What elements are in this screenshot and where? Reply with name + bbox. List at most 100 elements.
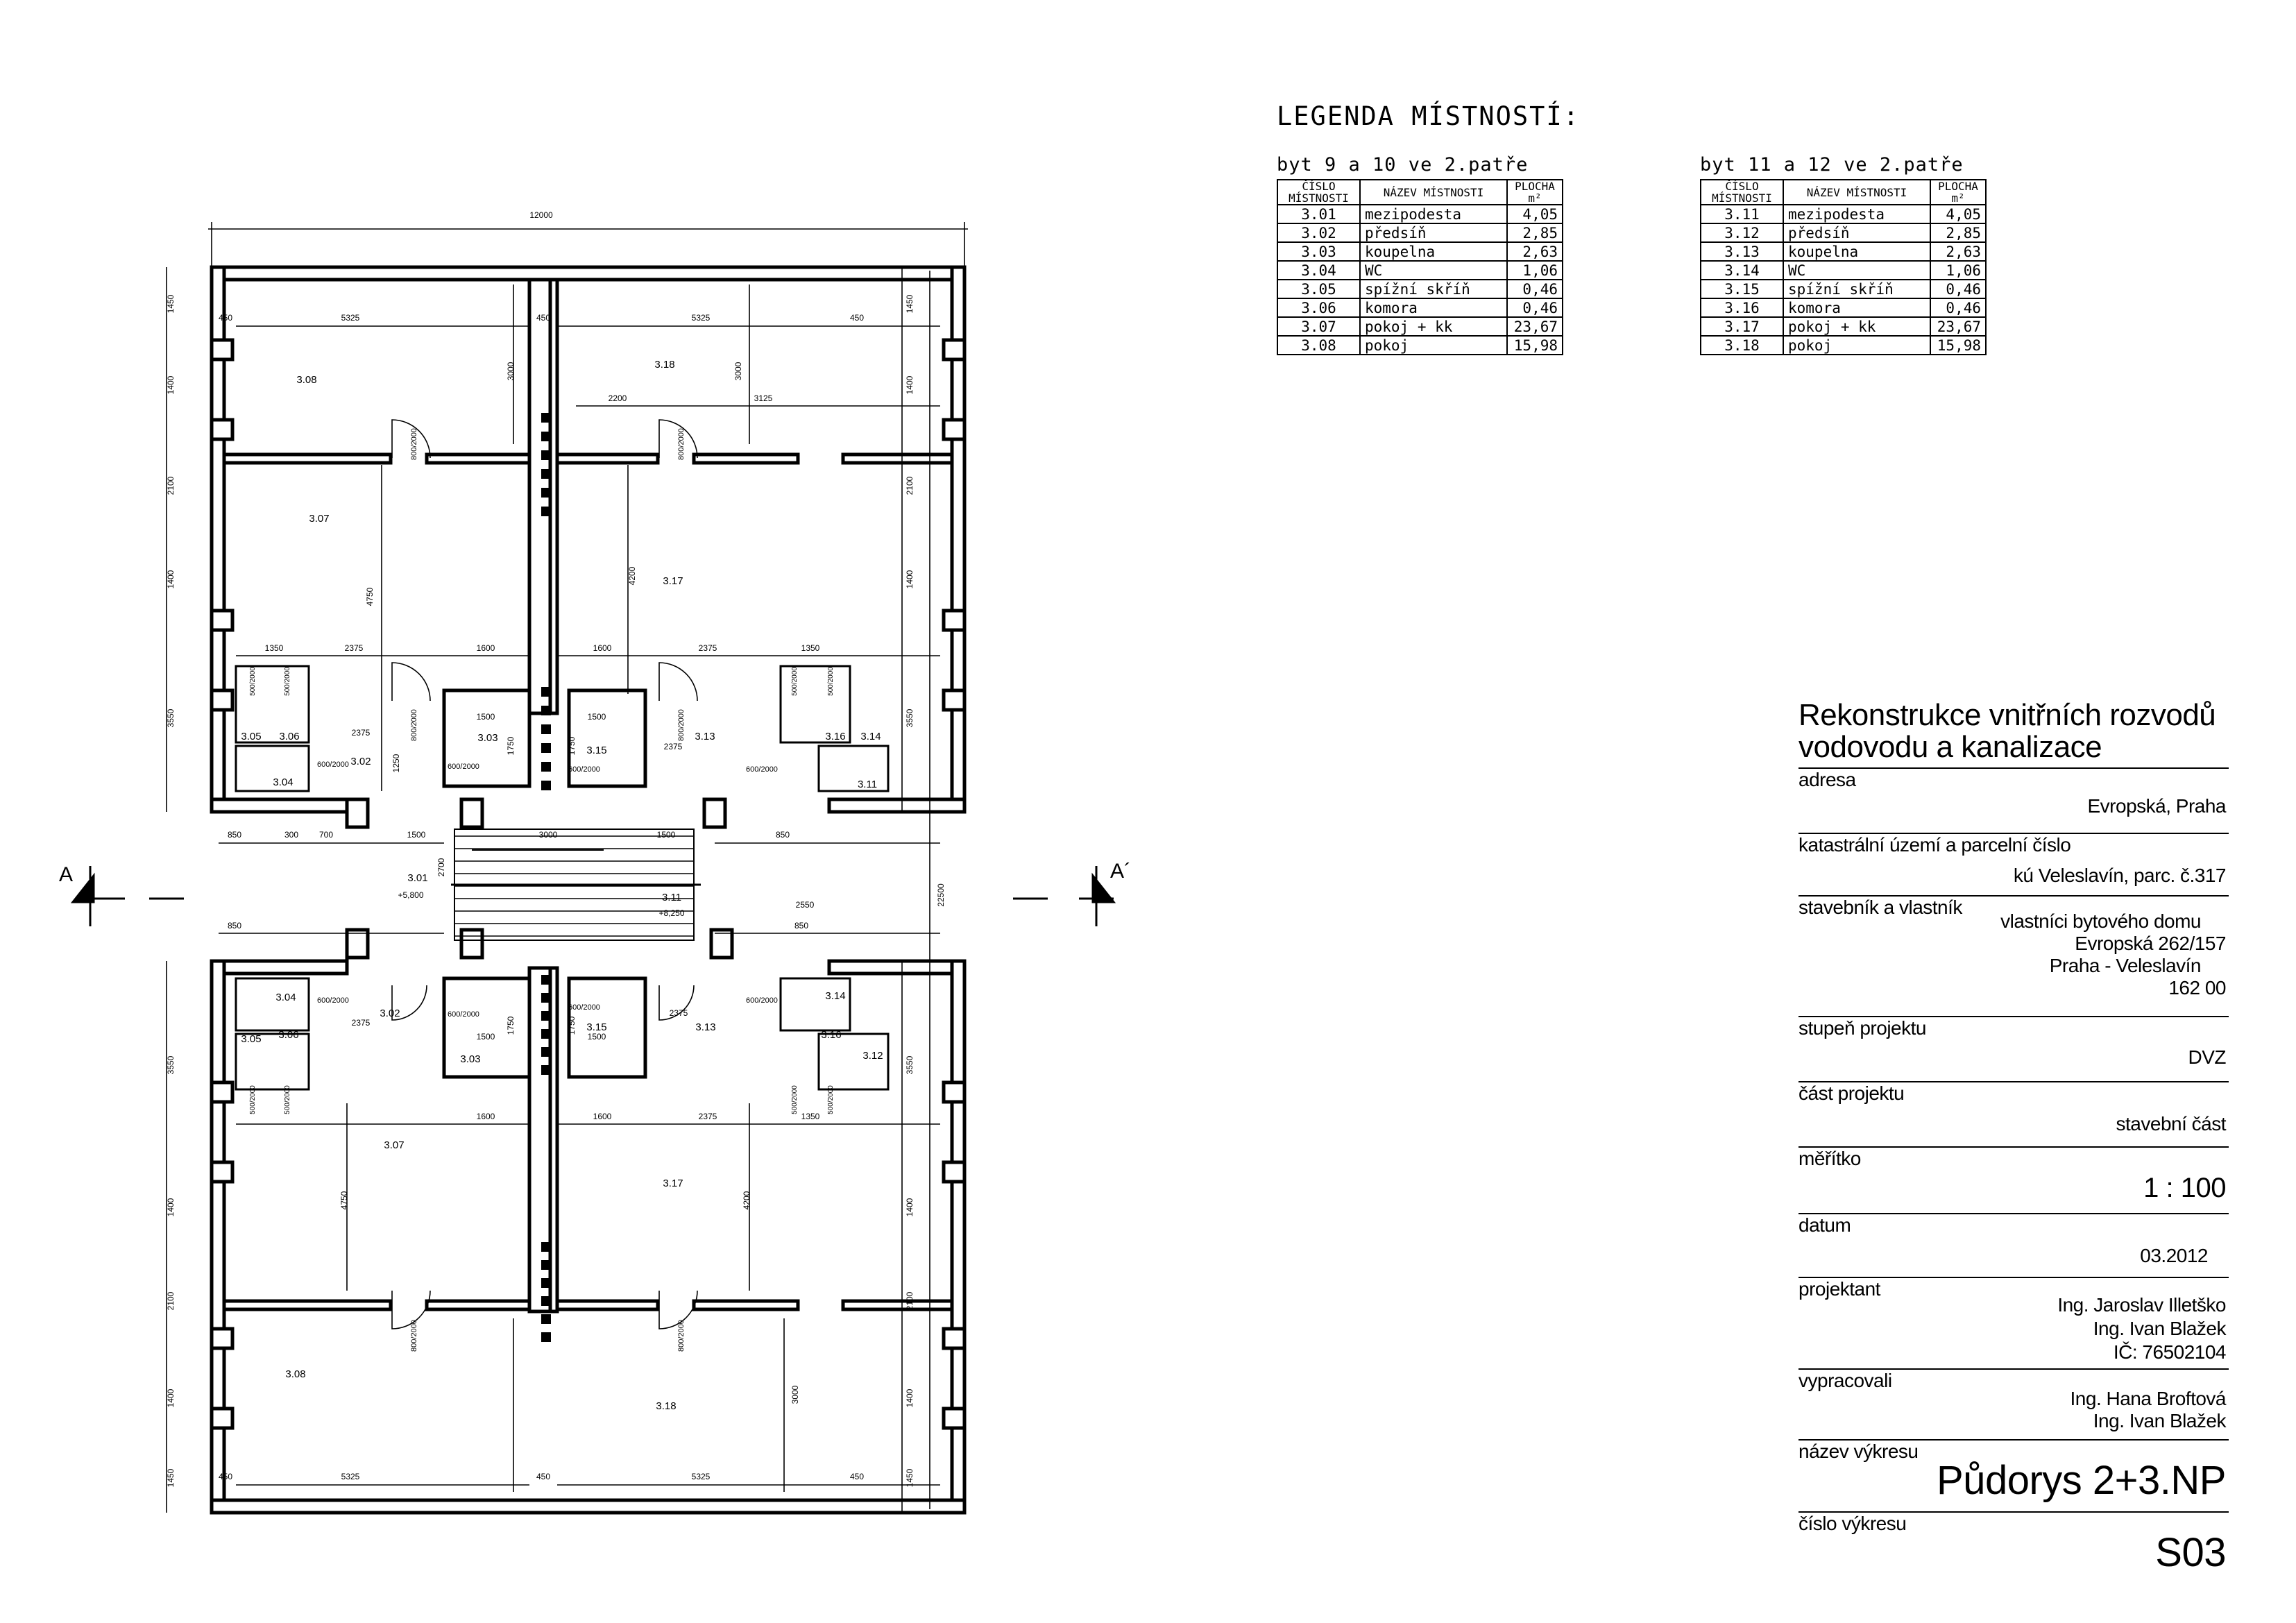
vent-shaft xyxy=(541,1278,551,1288)
room-number: 3.02 xyxy=(1277,223,1361,243)
room-area: 0,46 xyxy=(1506,279,1563,299)
col-number: ČÍSLO MÍSTNOSTI xyxy=(1277,179,1361,205)
room-label: 3.15 xyxy=(586,1021,606,1033)
vent-shaft xyxy=(541,1296,551,1306)
window-pier xyxy=(210,609,235,632)
designer-row: projektant Ing. Jaroslav Illetško Ing. I… xyxy=(1798,1278,2229,1370)
dimension-label: 4750 xyxy=(339,1191,349,1209)
dimension-label: 1500 xyxy=(477,1032,495,1042)
vent-shaft xyxy=(541,1065,551,1075)
partition-wall xyxy=(548,278,559,715)
dimension-label: 2375 xyxy=(345,643,364,653)
room-name: mezipodesta xyxy=(1359,204,1508,224)
section-label-right: A´ xyxy=(1110,860,1131,883)
cell-wall xyxy=(817,1033,890,1091)
dimension-label: 3550 xyxy=(905,708,915,727)
window-pier xyxy=(210,418,235,441)
outer-wall xyxy=(210,959,349,976)
outer-wall xyxy=(210,797,349,814)
dimension-label: 3000 xyxy=(539,830,558,840)
dimension-label: 700 xyxy=(319,830,333,840)
door-size-label: 500/2000 xyxy=(827,1085,835,1114)
door-swing xyxy=(391,662,431,702)
partition-wall xyxy=(548,966,559,1314)
outer-wall-right xyxy=(950,959,967,1515)
room-number: 3.01 xyxy=(1277,204,1361,224)
room-area: 4,05 xyxy=(1930,204,1987,224)
vent-shaft xyxy=(541,762,551,772)
dimension-label: 1500 xyxy=(477,712,495,722)
door-size-label: 800/2000 xyxy=(410,428,418,460)
partition xyxy=(555,1299,660,1311)
part-row: část projektu stavební část xyxy=(1798,1082,2229,1148)
door-swing xyxy=(658,662,698,702)
window-pier xyxy=(210,338,235,362)
window-pier xyxy=(942,1160,967,1184)
window-pier xyxy=(210,1080,235,1104)
column xyxy=(459,928,484,960)
room-label: 3.08 xyxy=(285,1368,305,1380)
room-number: 3.03 xyxy=(1277,241,1361,262)
room-label: 3.17 xyxy=(663,575,683,587)
window-pier xyxy=(942,1407,967,1430)
dimension-lines xyxy=(70,222,1116,1513)
dimension-label: 850 xyxy=(228,830,241,840)
door xyxy=(658,662,698,702)
dimension-label: 1600 xyxy=(477,1112,495,1121)
legend-table-right: ČÍSLO MÍSTNOSTI NÁZEV MÍSTNOSTI PLOCHA m… xyxy=(1700,179,1987,355)
outer-wall-top xyxy=(210,265,967,282)
vent-shaft xyxy=(541,743,551,753)
dimension-label: 2375 xyxy=(664,742,683,751)
room-area: 15,98 xyxy=(1506,335,1563,355)
dimension-label: 2550 xyxy=(796,900,815,910)
room-label: 3.08 xyxy=(296,374,316,386)
dimension-label: 2375 xyxy=(352,728,371,738)
dimension-label: 3550 xyxy=(905,1055,915,1074)
partition xyxy=(692,452,800,465)
level-mark: +5,800 xyxy=(398,890,423,900)
dimension-label: 1750 xyxy=(506,1016,516,1035)
room-label: 3.07 xyxy=(309,513,329,525)
door-swing xyxy=(391,985,427,1021)
dimension-label: 450 xyxy=(219,313,232,323)
partition xyxy=(692,1299,800,1311)
dimension-label: 2375 xyxy=(670,1008,688,1018)
partition xyxy=(425,1299,532,1311)
room-label: 3.16 xyxy=(821,1029,841,1041)
column xyxy=(459,797,484,829)
door xyxy=(658,419,698,459)
door-swing xyxy=(658,419,698,459)
door xyxy=(391,419,431,459)
cell-wall xyxy=(235,665,310,744)
dimension-label: 1400 xyxy=(905,1388,915,1407)
door-size-label: 800/2000 xyxy=(677,428,686,460)
dimension-label: 1500 xyxy=(657,830,676,840)
col-area: PLOCHA m² xyxy=(1506,179,1563,205)
room-label: 3.13 xyxy=(695,1021,715,1033)
bathroom-wall xyxy=(442,976,532,1079)
dimension-label: 1400 xyxy=(166,570,176,588)
dimension-label: 850 xyxy=(776,830,790,840)
column xyxy=(345,797,370,829)
room-area: 4,05 xyxy=(1506,204,1563,224)
partition xyxy=(425,452,532,465)
drawing-name-row: název výkresu Půdorys 2+3.NP xyxy=(1798,1441,2229,1513)
vent-shaft xyxy=(541,413,551,423)
owner-row: stavebník a vlastník vlastníci bytového … xyxy=(1798,897,2229,1017)
dimension-label: 1600 xyxy=(593,643,612,653)
outer-wall-left xyxy=(210,959,226,1515)
staircase xyxy=(451,829,701,941)
room-label: 3.01 xyxy=(407,872,427,884)
dimension-label: 1250 xyxy=(391,754,401,772)
room-number: 3.16 xyxy=(1700,298,1784,318)
vent-shaft xyxy=(541,488,551,498)
room-area: 2,85 xyxy=(1506,223,1563,243)
dimension-label: 1400 xyxy=(905,1198,915,1216)
door-swing xyxy=(391,419,431,459)
vent-shaft xyxy=(541,706,551,715)
